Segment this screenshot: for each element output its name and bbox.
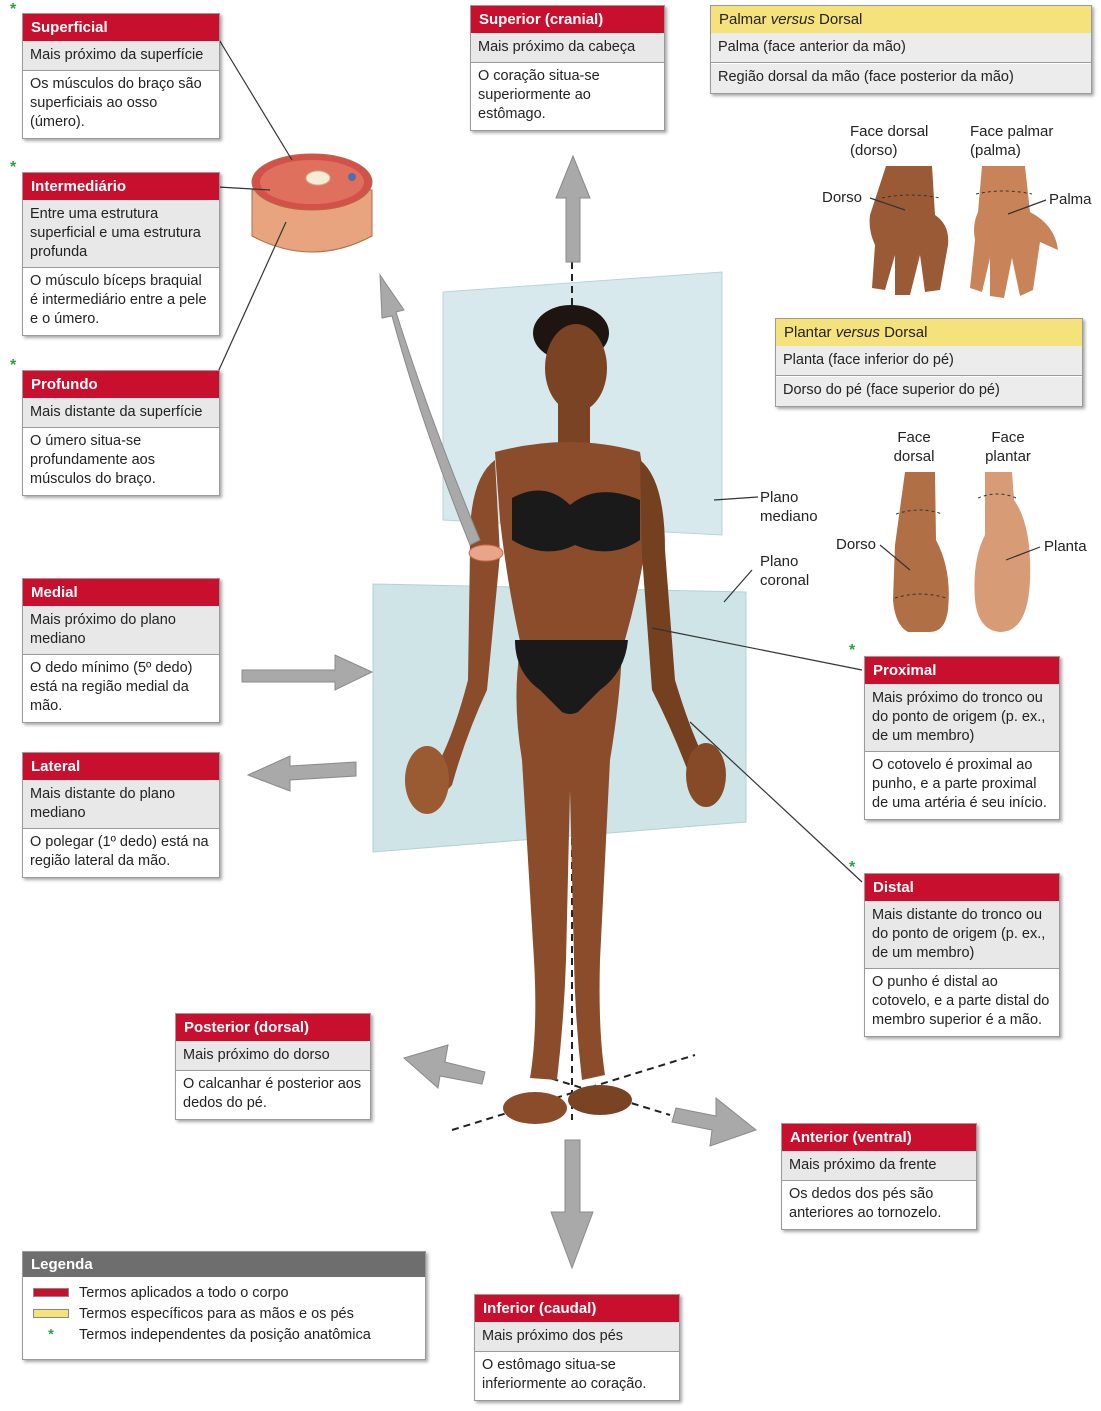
foot-plantar-illustration (974, 472, 1030, 632)
term-example: O dedo mínimo (5º dedo) está na região m… (23, 655, 219, 722)
term-title: Anterior (ventral) (782, 1124, 976, 1151)
term-example: Região dorsal da mão (face posterior da … (711, 63, 1091, 93)
term-box-lateral: Lateral Mais distante do plano mediano O… (22, 752, 220, 878)
arrow-inferior (551, 1140, 593, 1268)
legend-title: Legenda (23, 1252, 425, 1277)
term-definition: Mais próximo da superfície (23, 41, 219, 71)
term-box-distal: Distal Mais distante do tronco ou do pon… (864, 873, 1060, 1037)
term-definition: Mais próximo dos pés (475, 1322, 679, 1352)
arrow-posterior (404, 1045, 485, 1088)
independent-term-star: * (10, 358, 16, 374)
title-versus: versus (771, 11, 815, 28)
label-palma: Palma (1049, 190, 1092, 209)
term-definition: Mais próximo do dorso (176, 1041, 370, 1071)
term-example: Dorso do pé (face superior do pé) (776, 376, 1082, 406)
term-example: Os músculos do braço são superficiais ao… (23, 71, 219, 138)
independent-term-star: * (10, 2, 16, 18)
label-face-dorsal-hand: Face dorsal (dorso) (850, 122, 945, 160)
term-box-inferior: Inferior (caudal) Mais próximo dos pés O… (474, 1294, 680, 1401)
term-definition: Mais próximo do tronco ou do ponto de or… (865, 684, 1059, 752)
term-definition: Mais próximo da cabeça (471, 33, 664, 63)
term-box-superficial: Superficial Mais próximo da superfície O… (22, 13, 220, 139)
term-box-anterior: Anterior (ventral) Mais próximo da frent… (781, 1123, 977, 1230)
label-dorso-foot: Dorso (836, 535, 876, 554)
legend-item-label: Termos independentes da posição anatômic… (79, 1327, 371, 1343)
legend-item-body-terms: Termos aplicados a todo o corpo (23, 1282, 425, 1303)
arm-cross-section (252, 154, 372, 252)
term-example: O cotovelo é proximal ao punho, e a part… (865, 752, 1059, 819)
term-title: Posterior (dorsal) (176, 1014, 370, 1041)
term-title: Medial (23, 579, 219, 606)
term-title: Palmar versus Dorsal (711, 6, 1091, 33)
red-swatch (33, 1288, 69, 1297)
term-title: Inferior (caudal) (475, 1295, 679, 1322)
label-plano-coronal: Plano coronal (760, 552, 820, 590)
term-example: O estômago situa-se inferiormente ao cor… (475, 1352, 679, 1400)
star-icon: * (33, 1327, 69, 1343)
title-part: Plantar (784, 324, 832, 341)
label-face-dorsal-foot: Face dorsal (884, 428, 944, 466)
term-example: O úmero situa-se profundamente aos múscu… (23, 428, 219, 495)
foot-dorsal-illustration (893, 472, 949, 632)
term-title: Proximal (865, 657, 1059, 684)
label-face-plantar-foot: Face plantar (978, 428, 1038, 466)
term-title: Distal (865, 874, 1059, 901)
term-box-proximal: Proximal Mais próximo do tronco ou do po… (864, 656, 1060, 820)
term-box-intermediario: Intermediário Entre uma estrutura superf… (22, 172, 220, 336)
label-plano-mediano: Plano mediano (760, 488, 830, 526)
term-box-plantar-dorsal: Plantar versus Dorsal Planta (face infer… (775, 318, 1083, 407)
arrow-anterior (672, 1098, 756, 1146)
legend-item-independent-terms: * Termos independentes da posição anatôm… (23, 1324, 425, 1345)
term-example: O calcanhar é posterior aos dedos do pé. (176, 1071, 370, 1119)
yellow-swatch (33, 1309, 69, 1318)
term-example: Os dedos dos pés são anteriores ao torno… (782, 1181, 976, 1229)
term-definition: Mais distante do tronco ou do ponto de o… (865, 901, 1059, 969)
title-part: Palmar (719, 11, 767, 28)
hand-dorsal-illustration (870, 166, 949, 295)
term-example: O polegar (1º dedo) está na região later… (23, 829, 219, 877)
term-definition: Mais próximo da frente (782, 1151, 976, 1181)
label-planta: Planta (1044, 537, 1087, 556)
independent-term-star: * (849, 643, 855, 659)
term-definition: Mais próximo do plano mediano (23, 606, 219, 655)
legend-item-label: Termos específicos para as mãos e os pés (79, 1306, 354, 1322)
term-title: Lateral (23, 753, 219, 780)
term-box-palmar-dorsal: Palmar versus Dorsal Palma (face anterio… (710, 5, 1092, 94)
term-box-superior: Superior (cranial) Mais próximo da cabeç… (470, 5, 665, 131)
arrow-superior (556, 156, 590, 262)
term-definition: Palma (face anterior da mão) (711, 33, 1091, 63)
independent-term-star: * (849, 860, 855, 876)
arrow-lateral (248, 756, 356, 791)
legend-item-hand-foot-terms: Termos específicos para as mãos e os pés (23, 1303, 425, 1324)
term-title: Superior (cranial) (471, 6, 664, 33)
legend: Legenda Termos aplicados a todo o corpo … (22, 1251, 426, 1360)
independent-term-star: * (10, 160, 16, 176)
term-definition: Planta (face inferior do pé) (776, 346, 1082, 376)
hand-palmar-illustration (970, 166, 1058, 298)
term-definition: Mais distante da superfície (23, 398, 219, 428)
term-title: Profundo (23, 371, 219, 398)
label-face-palmar-hand: Face palmar (palma) (970, 122, 1070, 160)
term-title: Plantar versus Dorsal (776, 319, 1082, 346)
term-title: Superficial (23, 14, 219, 41)
title-versus: versus (836, 324, 880, 341)
term-definition: Entre uma estrutura superficial e uma es… (23, 200, 219, 268)
term-box-posterior: Posterior (dorsal) Mais próximo do dorso… (175, 1013, 371, 1120)
term-definition: Mais distante do plano mediano (23, 780, 219, 829)
title-part: Dorsal (819, 11, 862, 28)
legend-item-label: Termos aplicados a todo o corpo (79, 1285, 289, 1301)
arrow-medial (242, 655, 372, 690)
term-box-medial: Medial Mais próximo do plano mediano O d… (22, 578, 220, 723)
label-dorso-hand: Dorso (822, 188, 862, 207)
term-title: Intermediário (23, 173, 219, 200)
term-example: O punho é distal ao cotovelo, e a parte … (865, 969, 1059, 1036)
term-example: O coração situa-se superiormente ao estô… (471, 63, 664, 130)
term-example: O músculo bíceps braquial é intermediári… (23, 268, 219, 335)
title-part: Dorsal (884, 324, 927, 341)
term-box-profundo: Profundo Mais distante da superfície O ú… (22, 370, 220, 496)
